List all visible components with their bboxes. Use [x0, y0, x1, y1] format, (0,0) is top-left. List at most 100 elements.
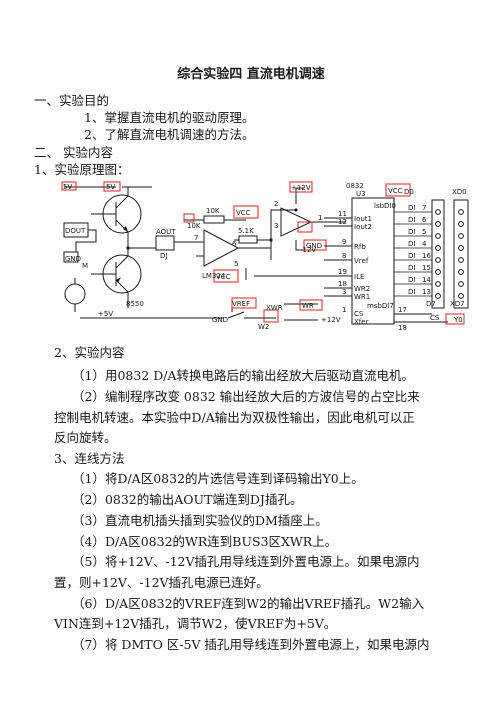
data-input-label: DI [408, 252, 415, 260]
section-heading-purpose: 一、实验目的 [34, 93, 110, 108]
subheading-principle: 1、实验原理图： [34, 162, 130, 177]
label-0832: 0832 [346, 182, 364, 190]
label-u3: U3 [356, 190, 366, 198]
data-input-label: DI [408, 276, 415, 284]
data-pin-number: 4 [422, 240, 427, 248]
label-gnd: GND [65, 255, 81, 263]
label-d0: D0 [404, 188, 414, 196]
label-wr: WR [302, 302, 314, 310]
pin-3b: 3 [342, 288, 346, 296]
label-lsb: lsbDI0 [374, 202, 396, 210]
pin-5: 5 [234, 260, 238, 268]
pin-7: 7 [194, 234, 198, 242]
label-5v-l: 5V [106, 183, 115, 191]
data-input-label: DI [408, 228, 415, 236]
label-m12v: -12V [300, 246, 316, 254]
label-lm324: LM324 [202, 272, 226, 280]
pin-17: 17 [398, 306, 407, 314]
data-input-label: DI [408, 288, 415, 296]
header-pin-xd [458, 269, 464, 275]
paragraph-2a: （2）编制程序改变 0832 输出经放大后的方波信号的占空比来 [72, 389, 420, 404]
wiring-step-6a: （6）D/A区0832的VREF连到W2的输出VREF插孔。W2输入 [72, 596, 425, 611]
label-vcc-b: VCC [216, 273, 231, 281]
label-iout1: Iout1 [354, 215, 372, 223]
section-heading-content: 二、 实验内容 [34, 145, 113, 160]
data-pin-number: 14 [422, 276, 431, 284]
purpose-item-2: 2、了解直流电机调速的方法。 [84, 127, 255, 142]
pin-1: 1 [318, 214, 322, 222]
wiring-step-4: （4）D/A区0832的WR连到BUS3区XWR上。 [72, 534, 338, 549]
data-pin-number: 6 [422, 216, 427, 224]
wiring-step-1: （1）将D/A区0832的片选信号连到译码输出Y0上。 [72, 471, 364, 486]
label-rfb: Rfb [354, 243, 366, 251]
subheading-content: 2、实验内容 [54, 345, 125, 360]
label-ile: ILE [354, 273, 364, 281]
header-pin-d [435, 269, 441, 275]
data-pin-number: 16 [422, 252, 431, 260]
wiring-step-7a: （7）将 DMTO 区-5V 插孔用导线连到外置电源上，如果电源内 [72, 637, 430, 652]
pin-19: 19 [338, 268, 347, 276]
data-input-label: DI [408, 240, 415, 248]
pin-2: 2 [274, 200, 278, 208]
label-iout2: Iout2 [354, 223, 372, 231]
label-xd7: XD7 [450, 300, 465, 308]
label-d7: D7 [426, 300, 436, 308]
label-8550: 8550 [126, 300, 144, 308]
pin-12: 12 [338, 218, 347, 226]
data-pin-number: 5 [422, 228, 426, 236]
header-pin-xd [458, 257, 464, 263]
paragraph-2c: 反向旋转。 [54, 430, 117, 445]
header-pin-xd [458, 233, 464, 239]
label-10k-a: 10K [206, 207, 220, 215]
pin-8: 8 [342, 252, 346, 260]
label-vref-pin: Vref [354, 257, 369, 265]
header-pin-d [435, 293, 441, 299]
data-input-label: DI [408, 216, 415, 224]
paragraph-1: （1）用0832 D/A转换电路后的输出经放大后驱动直流电机。 [72, 368, 414, 383]
header-pin-xd [458, 293, 464, 299]
label-5v-top: 5V [63, 183, 72, 191]
label-vcc-a: VCC [236, 209, 251, 217]
label-motor: M [82, 262, 88, 270]
page-title: 综合实验四 直流电机调速 [177, 67, 325, 82]
label-aout: AOUT [156, 228, 176, 236]
pin-1b: 1 [342, 306, 346, 314]
label-xfer: Xfer [354, 318, 369, 326]
subheading-wiring: 3、连线方法 [54, 451, 125, 466]
label-y0: Y0 [453, 316, 463, 324]
label-gnd-b: GND [212, 316, 228, 324]
header-pin-xd [458, 221, 464, 227]
label-msb: msbDI7 [367, 302, 394, 310]
pin-9: 9 [342, 238, 346, 246]
label-51k: 5.1K [238, 227, 254, 235]
label-p12v-b: +12V [321, 316, 341, 324]
data-pin-number: 7 [422, 204, 426, 212]
label-xd0: XD0 [452, 188, 467, 196]
wiring-step-2: （2）0832的输出AOUT端连到DJ插孔。 [72, 492, 303, 507]
header-pin-xd [458, 281, 464, 287]
label-p12v-a: +12V [291, 184, 311, 192]
label-p5v: +5V [98, 310, 113, 318]
pin-18b: 18 [398, 324, 407, 332]
label-dout: DOUT [65, 227, 86, 235]
paragraph-2b: 控制电机转速。本实验中D/A输出为双极性输出，因此电机可以正 [54, 410, 415, 425]
pin-11: 11 [338, 210, 347, 218]
data-pin-number: 13 [422, 288, 431, 296]
data-input-label: DI [408, 204, 415, 212]
header-pin-d [435, 233, 441, 239]
header-pin-d [435, 281, 441, 287]
pin-18: 18 [338, 280, 347, 288]
label-w2: W2 [258, 323, 269, 331]
wiring-step-5a: （5）将+12V、-12V插孔用导线连到外置电源上。如果电源内 [72, 554, 420, 569]
header-pin-d [435, 221, 441, 227]
header-pin-xd [458, 209, 464, 215]
label-wr1: WR1 [354, 293, 370, 301]
label-xwr: XWR [266, 304, 283, 312]
data-input-label: DI [408, 264, 415, 272]
label-dj: DJ [160, 252, 167, 260]
label-wr2: WR2 [354, 285, 370, 293]
pin-3: 3 [274, 222, 278, 230]
wiring-step-5b: 置，则+12V、-12V插孔电源已连好。 [54, 575, 269, 590]
